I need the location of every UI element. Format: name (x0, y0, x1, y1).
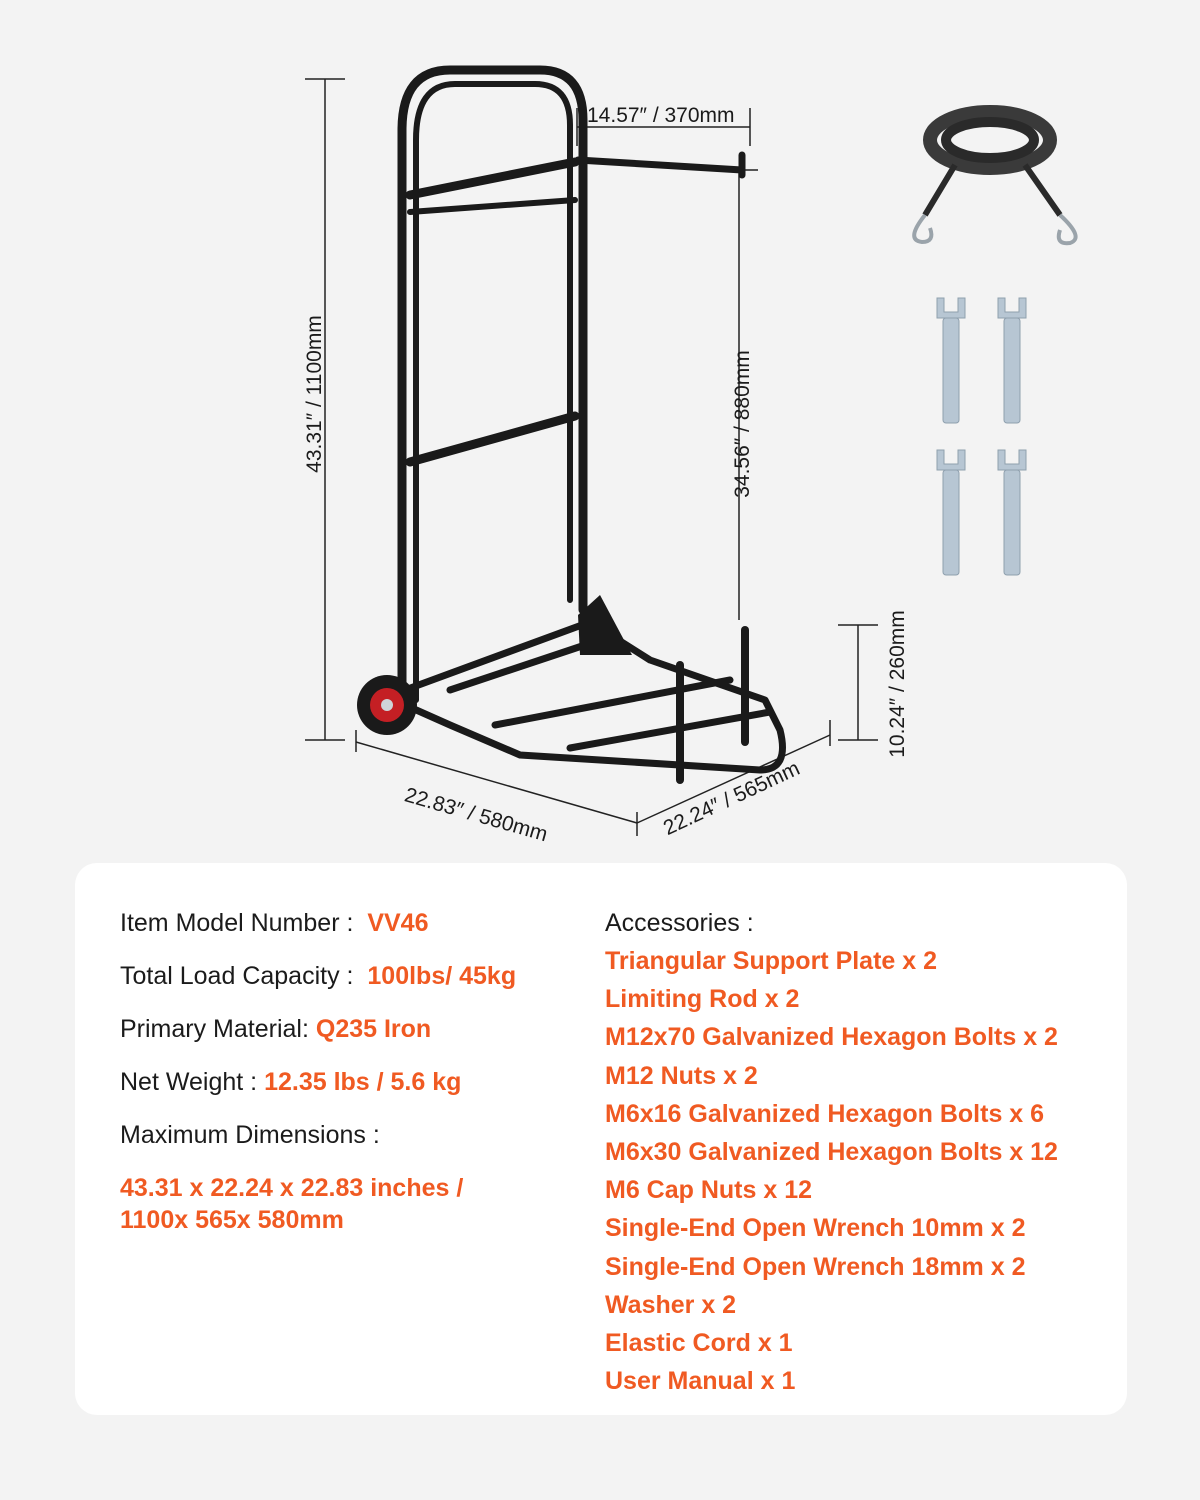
accessory-item: M12x70 Galvanized Hexagon Bolts x 2 (605, 1023, 1058, 1052)
spec-weight: Net Weight : 12.35 lbs / 5.6 kg (120, 1067, 516, 1097)
spec-card: Item Model Number : VV46 Total Load Capa… (75, 863, 1127, 1415)
spec-maxdim-line1: 43.31 x 22.24 x 22.83 inches / (120, 1174, 464, 1202)
accessory-item: Washer x 2 (605, 1290, 737, 1319)
wrench-4 (997, 449, 1027, 576)
spec-load: Total Load Capacity : 100lbs/ 45kg (120, 961, 516, 991)
hook-width-label: 14.57″ / 370mm (587, 104, 735, 127)
accessory-item: Triangular Support Plate x 2 (605, 947, 938, 975)
support-plate (578, 595, 632, 655)
rod-height-label: 10.24″ / 260mm (886, 610, 909, 758)
spec-model-value: VV46 (367, 909, 429, 937)
product-diagram: 43.31″ / 1100mm 14.57″ / 370mm 34.56″ / … (303, 65, 1078, 846)
spec-load-label: Total Load Capacity : (120, 962, 354, 990)
spec-weight-label: Net Weight : (120, 1068, 258, 1096)
dimension-lines (305, 78, 878, 836)
spec-model-label: Item Model Number : (120, 909, 354, 937)
accessory-item: M6 Cap Nuts x 12 (605, 1176, 813, 1205)
spec-model: Item Model Number : VV46 (120, 908, 516, 938)
accessories-column: Accessories : Triangular Support Plate x… (605, 908, 1058, 1404)
spec-maxdim-label: Maximum Dimensions : (120, 1121, 380, 1149)
specs-column: Item Model Number : VV46 Total Load Capa… (120, 908, 516, 1236)
cart-frame (397, 65, 786, 784)
accessory-item: Single-End Open Wrench 10mm x 2 (605, 1214, 1026, 1243)
height-total-label: 43.31″ / 1100mm (303, 315, 326, 473)
accessory-item: M6x30 Galvanized Hexagon Bolts x 12 (605, 1137, 1058, 1166)
wrench-1 (936, 297, 966, 424)
accessories-title: Accessories : (605, 909, 754, 937)
wrench-3 (936, 449, 966, 576)
wrench-2 (997, 297, 1027, 424)
accessory-item: Single-End Open Wrench 18mm x 2 (605, 1252, 1026, 1281)
accessory-item: User Manual x 1 (605, 1367, 796, 1396)
spec-weight-value: 12.35 lbs / 5.6 kg (264, 1068, 462, 1096)
accessory-item: Limiting Rod x 2 (605, 985, 800, 1014)
wrenches (936, 297, 1027, 576)
spec-material-label: Primary Material: (120, 1015, 309, 1043)
accessory-item: M12 Nuts x 2 (605, 1061, 758, 1090)
accessory-item: M6x16 Galvanized Hexagon Bolts x 6 (605, 1099, 1045, 1128)
spec-material: Primary Material: Q235 Iron (120, 1014, 516, 1044)
spec-load-value: 100lbs/ 45kg (367, 962, 517, 990)
elastic-cord (912, 105, 1078, 246)
hook-height-label: 34.56″ / 880mm (731, 350, 754, 498)
wheel (357, 675, 417, 735)
cart-illustration (305, 65, 1078, 836)
accessory-item: Elastic Cord x 1 (605, 1328, 793, 1357)
spec-material-value: Q235 Iron (315, 1015, 432, 1043)
spec-maxdim-line2: 1100x 565x 580mm (120, 1206, 344, 1234)
